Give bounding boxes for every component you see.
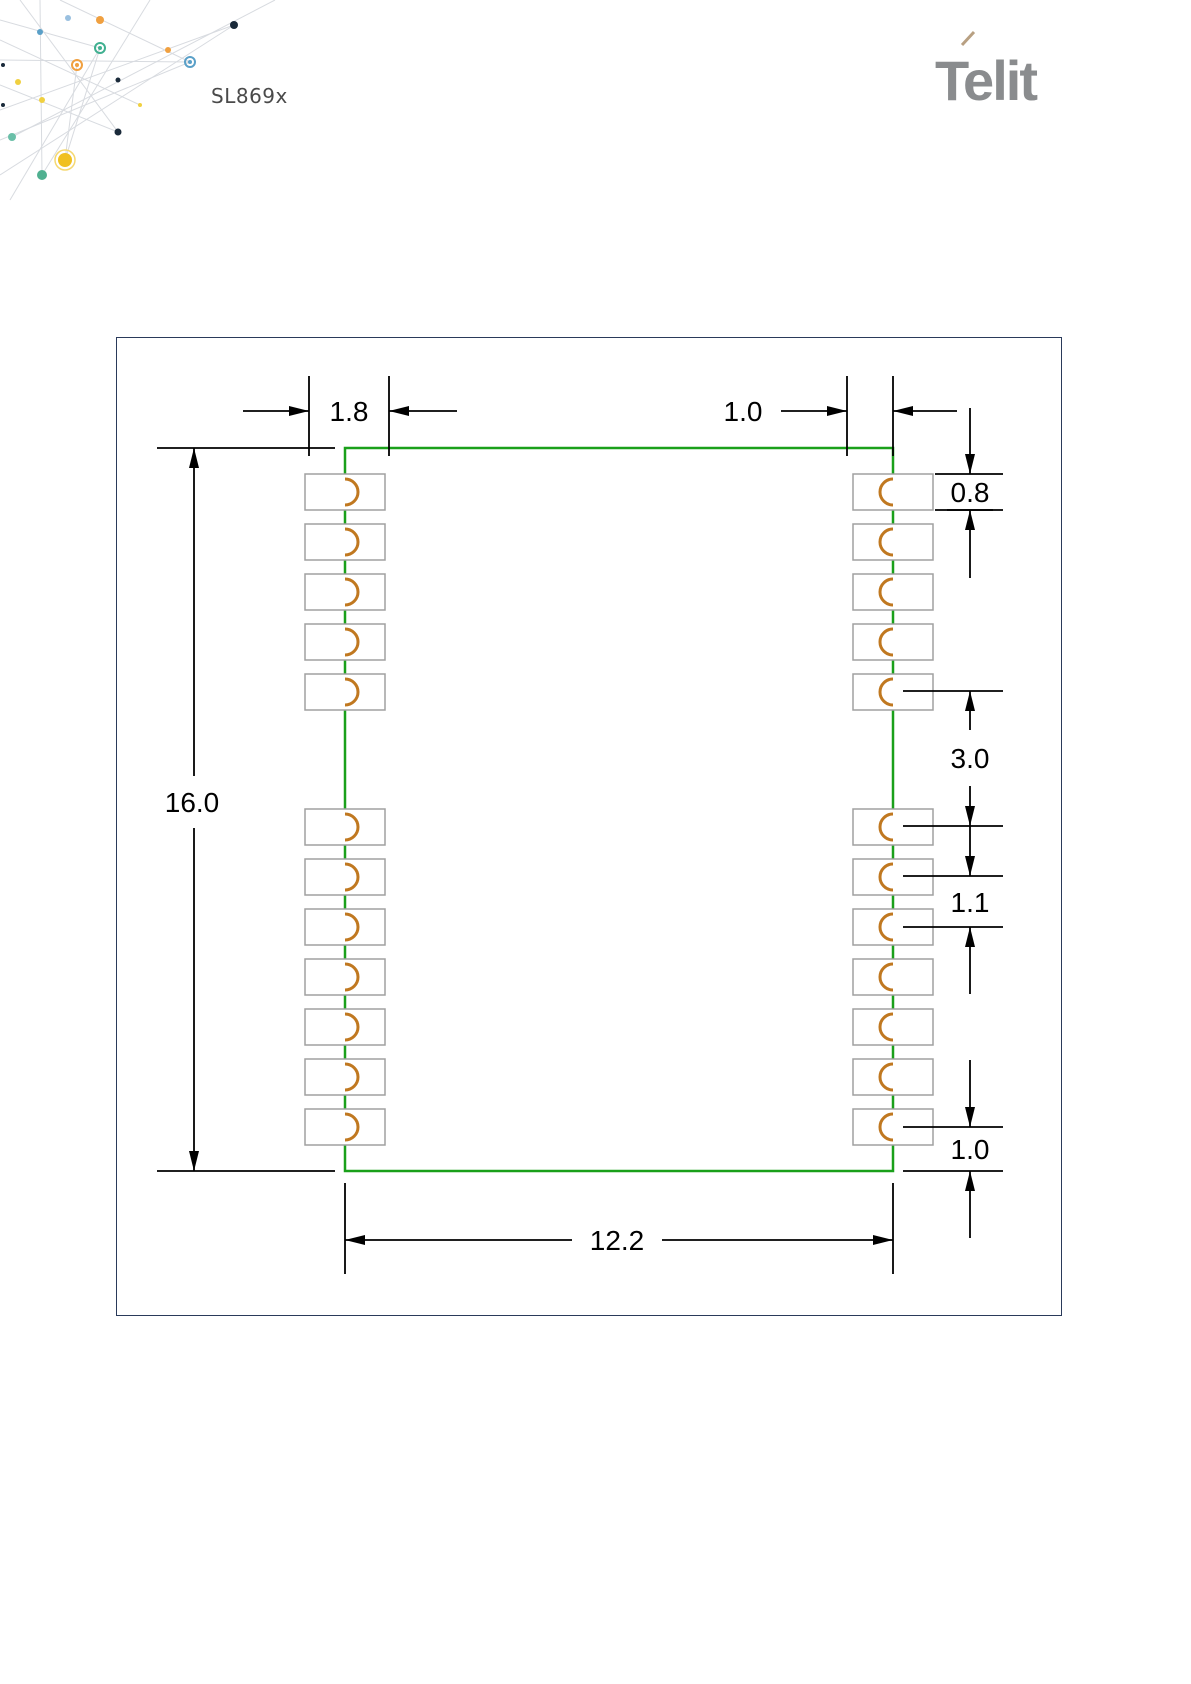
svg-text:Telit: Telit xyxy=(935,49,1037,105)
dim-label-group-gap: 3.0 xyxy=(951,743,990,774)
dim-label-pad-pitch: 1.1 xyxy=(951,887,990,918)
figure-frame: 1.8 1.0 0.8 3.0 1.1 1.0 16.0 12.2 xyxy=(116,337,1062,1316)
dim-label-pad-width: 0.8 xyxy=(951,477,990,508)
dim-label-module-height: 16.0 xyxy=(165,787,220,818)
logo-accent-line xyxy=(962,32,974,45)
mechanical-drawing: 1.8 1.0 0.8 3.0 1.1 1.0 16.0 12.2 xyxy=(117,338,1060,1314)
pad-array xyxy=(305,474,933,1145)
dim-label-module-width: 12.2 xyxy=(590,1225,645,1256)
dim-label-right-offset: 1.0 xyxy=(724,396,763,427)
dim-label-bottom-offset: 1.0 xyxy=(951,1134,990,1165)
document-title: SL869x xyxy=(211,84,288,108)
telit-logo: Telit xyxy=(935,30,1060,105)
dim-label-pad-depth: 1.8 xyxy=(330,396,369,427)
module-outline xyxy=(345,448,893,1171)
